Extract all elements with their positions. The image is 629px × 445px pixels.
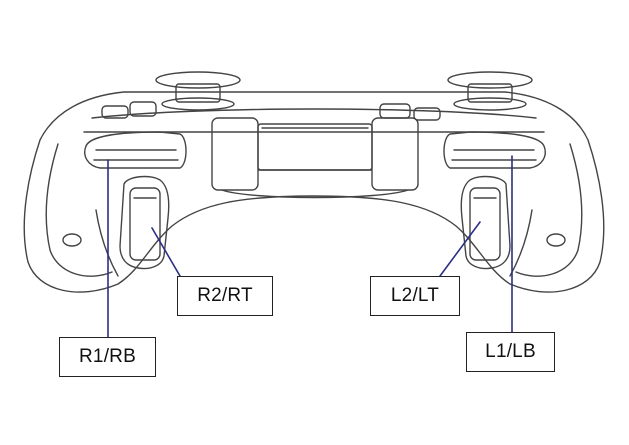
l1-bumper-shape (443, 131, 546, 169)
label-r2-rt: R2/RT (177, 276, 273, 316)
face-button-hint-left (101, 105, 129, 119)
label-r1-rb: R1/RB (59, 337, 156, 377)
r2-trigger-shape (119, 175, 170, 270)
label-l2-lt: L2/LT (370, 276, 460, 316)
controller-top-edge-2 (91, 108, 537, 119)
controller-body-outline (23, 91, 605, 293)
right-thumbstick-left-side (155, 71, 241, 111)
left-grip-oval (62, 233, 82, 247)
face-button-hint-left-2 (129, 101, 157, 117)
leader-line-r2 (151, 227, 181, 277)
center-port-block (211, 117, 419, 199)
left-thumbstick-right-side (447, 71, 533, 111)
label-l1-lb: L1/LB (466, 332, 555, 372)
face-button-hint-right-2 (413, 107, 441, 121)
body-grip-crease-left (95, 209, 119, 277)
body-grip-crease-right (509, 209, 533, 277)
r1-bumper-shape (84, 131, 187, 169)
face-button-hint-right (379, 103, 411, 119)
right-grip-oval (546, 233, 566, 247)
leader-line-l2 (439, 221, 481, 277)
controller-inner-contour-right (515, 143, 583, 277)
l2-trigger-shape (460, 175, 511, 270)
controller-inner-contour (45, 143, 113, 277)
